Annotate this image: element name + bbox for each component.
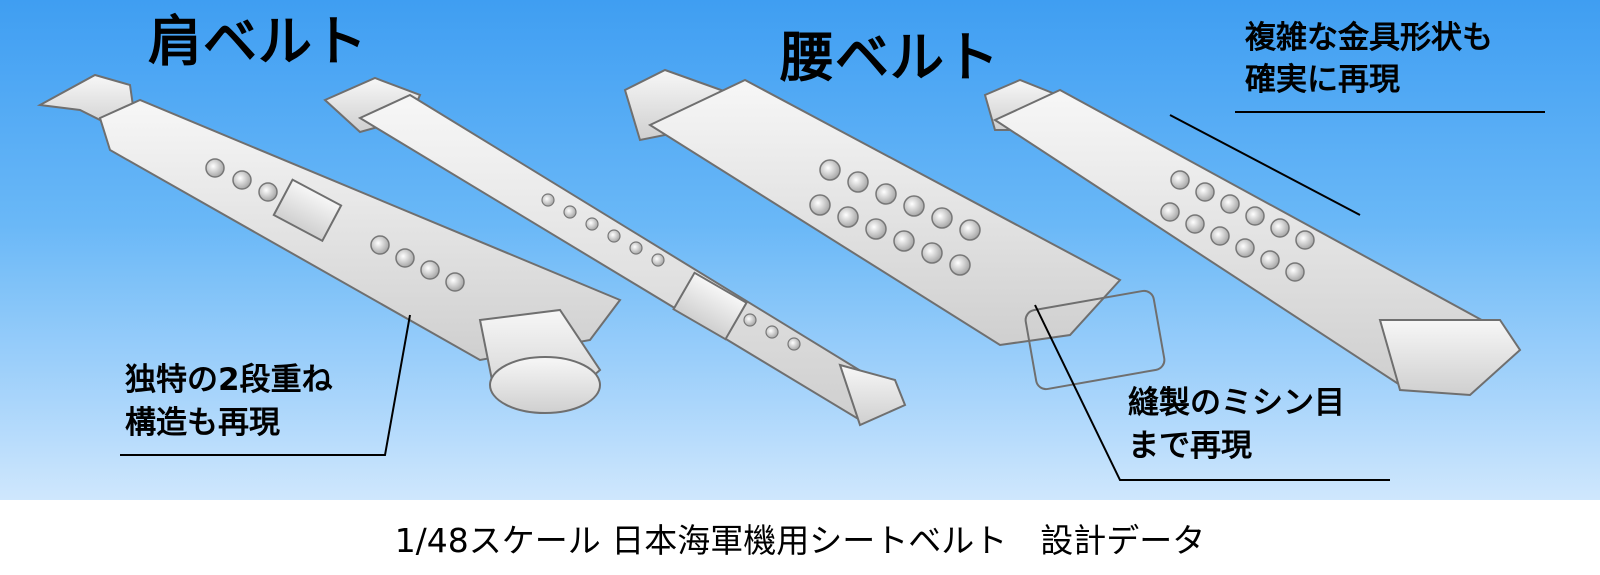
note-buckle-line2: 確実に再現 bbox=[1245, 62, 1400, 98]
leader-stitch bbox=[1034, 304, 1390, 481]
leader-layer bbox=[120, 314, 411, 456]
waist-belt-left bbox=[623, 68, 1166, 391]
shoulder-belt-right-holes bbox=[541, 193, 801, 351]
waist-belt-title: 腰ベルト bbox=[780, 26, 1000, 89]
leader-buckle bbox=[1169, 111, 1545, 216]
waist-belt-right bbox=[983, 78, 1522, 397]
shoulder-belt-left bbox=[36, 73, 622, 414]
leader-lines bbox=[120, 111, 1545, 481]
waist-belt-left-holes bbox=[809, 159, 981, 276]
note-buckle-line1: 複雑な金具形状も bbox=[1245, 20, 1493, 56]
note-stitch-line2: まで再現 bbox=[1128, 428, 1252, 464]
shoulder-belt-right bbox=[323, 76, 907, 427]
waist-belt-right-holes bbox=[1160, 170, 1315, 282]
shoulder-belt-left-holes bbox=[205, 158, 465, 292]
note-layer-line1: 独特の2段重ね bbox=[125, 362, 333, 398]
note-stitch-line1: 縫製のミシン目 bbox=[1128, 385, 1345, 421]
render-background: 肩ベルト 腰ベルト 複雑な金具形状も 確実に再現 独特の2段重ね 構造も再現 縫… bbox=[0, 0, 1600, 500]
note-layer-line2: 構造も再現 bbox=[125, 405, 280, 441]
shoulder-belt-title: 肩ベルト bbox=[148, 10, 368, 73]
belt-render bbox=[36, 68, 1545, 481]
figure-caption: 1/48スケール 日本海軍機用シートベルト 設計データ bbox=[394, 520, 1206, 560]
